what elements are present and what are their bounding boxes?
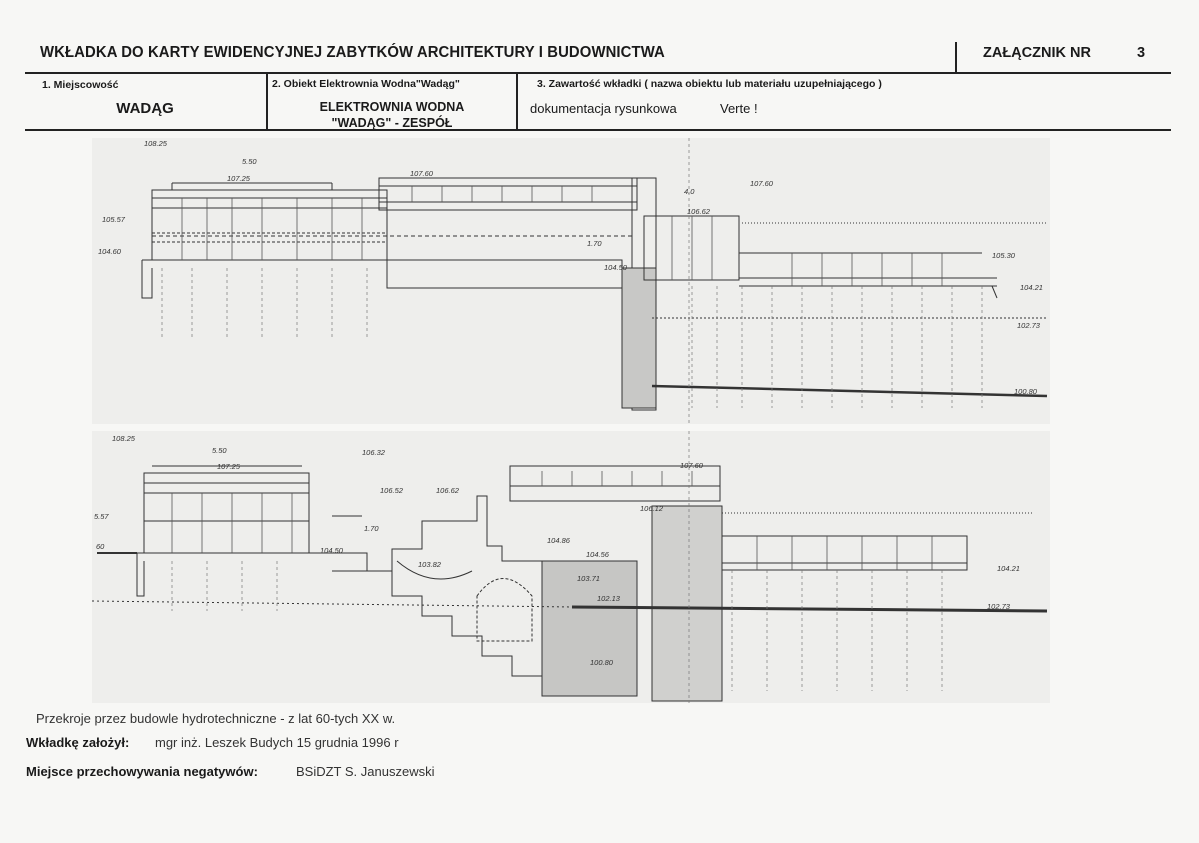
bottom-label-17: 104.21 (997, 564, 1020, 573)
bottom-label-12: 104.50 (320, 546, 344, 555)
locality-label: 1. Miejscowość (42, 79, 119, 91)
top-label-3: 107.25 (227, 174, 251, 183)
top-label-6: 107.60 (750, 179, 774, 188)
created-by-value: mgr inż. Leszek Budych 15 grudnia 1996 r (155, 735, 399, 750)
negatives-location-value: BSiDZT S. Januszewski (296, 764, 435, 779)
cross-section-drawing-top: 108.25 5.50 107.25 107.60 4.0 107.60 106… (92, 138, 1050, 424)
bottom-label-13: 104.86 (547, 536, 571, 545)
top-label-14: 102.73 (1017, 321, 1041, 330)
header-rule (25, 72, 1171, 74)
bottom-label-3: 107.25 (217, 462, 241, 471)
top-label-10: 104.60 (98, 247, 122, 256)
bottom-label-18: 102.13 (597, 594, 621, 603)
bottom-label-4: 106.32 (362, 448, 386, 457)
content-value: dokumentacja rysunkowa (530, 101, 677, 116)
bottom-label-5: 107.60 (680, 461, 704, 470)
negatives-location-label: Miejsce przechowywania negatywów: (26, 764, 258, 779)
field-divider-2 (516, 72, 518, 130)
object-value-line1: ELEKTROWNIA WODNA (319, 100, 465, 114)
locality-value: WADĄG (116, 100, 174, 117)
top-label-7: 106.62 (687, 207, 711, 216)
bottom-label-2: 5.50 (212, 446, 227, 455)
object-value-line2: "WADĄG" - ZESPÓŁ (331, 116, 453, 130)
top-label-9: 1.70 (587, 239, 602, 248)
bottom-label-19: 102.73 (987, 602, 1011, 611)
drawing-top-svg: 108.25 5.50 107.25 107.60 4.0 107.60 106… (98, 138, 1048, 424)
top-label-8: 105.57 (102, 215, 126, 224)
content-note: Verte ! (720, 101, 758, 116)
drawing-bottom-svg: 108.25 5.50 107.25 106.32 107.60 106.52 … (92, 431, 1048, 703)
drawing-caption: Przekroje przez budowle hydrotechniczne … (36, 711, 396, 726)
object-label: 2. Obiekt Elektrownia Wodna"Wadąg" (272, 78, 460, 90)
bottom-label-15: 103.82 (418, 560, 442, 569)
bottom-label-7: 106.62 (436, 486, 460, 495)
bottom-label-6: 106.52 (380, 486, 404, 495)
field-divider-1 (266, 72, 268, 130)
top-label-1: 108.25 (144, 139, 168, 148)
bottom-label-16: 103.71 (577, 574, 600, 583)
top-label-2: 5.50 (242, 157, 257, 166)
bottom-label-11: 60 (96, 542, 105, 551)
top-label-12: 105.30 (992, 251, 1016, 260)
bottom-label-10: 106.12 (640, 504, 664, 513)
annex-label: ZAŁĄCZNIK NR (983, 45, 1091, 61)
annex-number: 3 (1137, 45, 1146, 61)
bottom-label-20: 100.80 (590, 658, 614, 667)
top-label-13: 104.21 (1020, 283, 1043, 292)
bottom-label-14: 104.56 (586, 550, 610, 559)
top-label-4: 107.60 (410, 169, 434, 178)
top-label-15: 100.80 (1014, 387, 1038, 396)
bottom-label-9: 1.70 (364, 524, 379, 533)
content-label: 3. Zawartość wkładki ( nazwa obiektu lub… (537, 78, 882, 90)
header-divider (955, 42, 957, 72)
document-title: WKŁADKA DO KARTY EWIDENCYJNEJ ZABYTKÓW A… (40, 44, 665, 61)
cross-section-drawing-bottom: 108.25 5.50 107.25 106.32 107.60 106.52 … (92, 431, 1050, 703)
bottom-label-8: 5.57 (94, 512, 109, 521)
bottom-label-1: 108.25 (112, 434, 136, 443)
created-by-label: Wkładkę założył: (26, 735, 130, 750)
top-label-11: 104.50 (604, 263, 628, 272)
fields-rule (25, 129, 1171, 131)
top-label-5: 4.0 (684, 187, 695, 196)
